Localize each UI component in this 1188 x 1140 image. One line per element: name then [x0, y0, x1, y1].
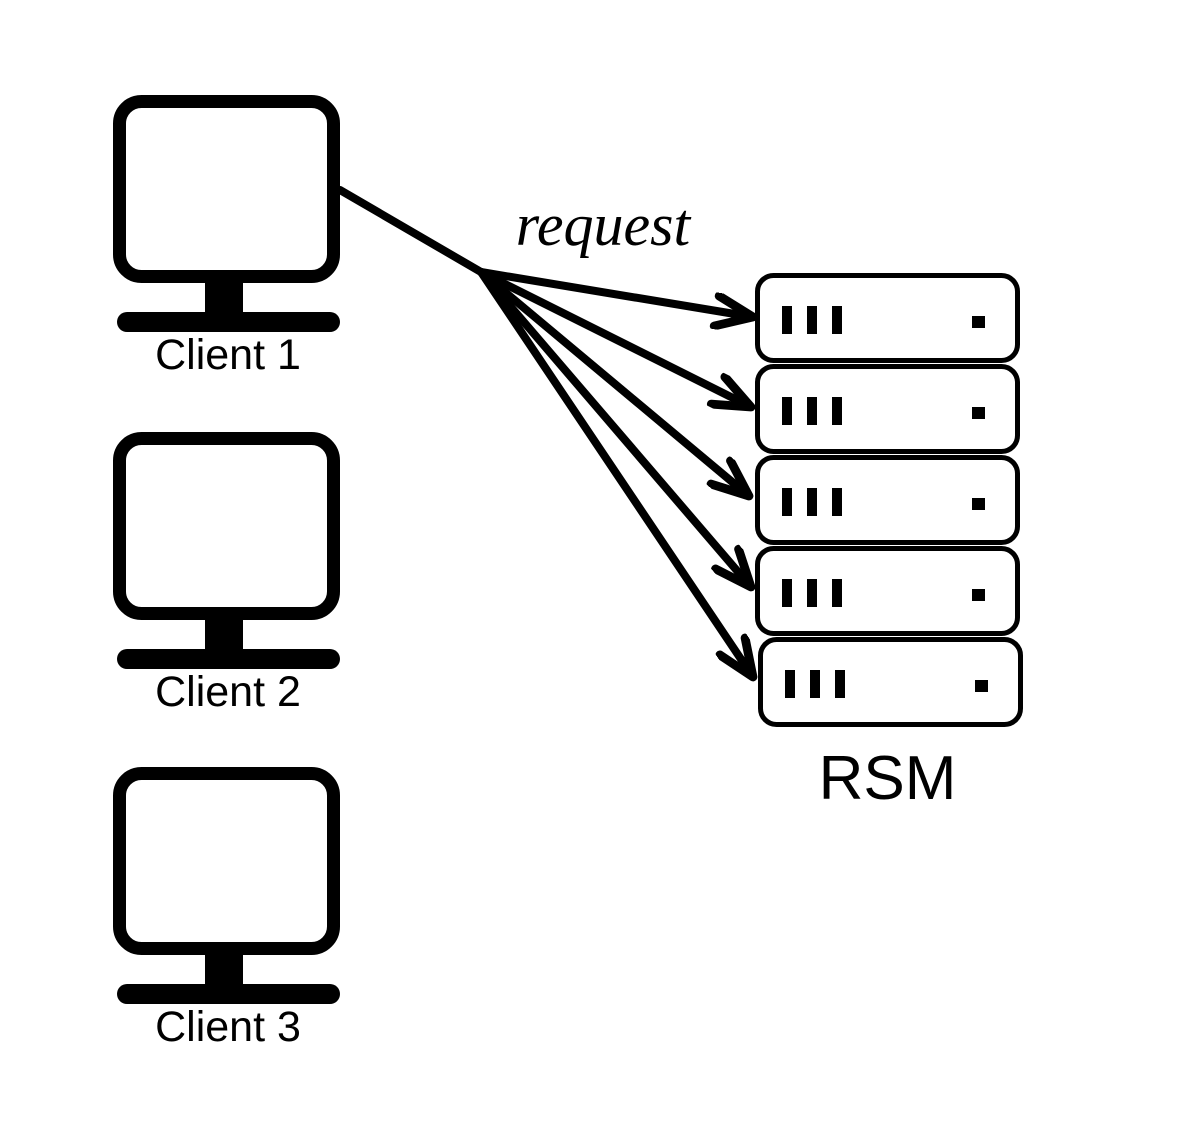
- client-1: Client 1: [110, 90, 346, 382]
- server-icon: [758, 637, 1023, 727]
- server-slot: [782, 306, 792, 334]
- rsm-replica-5: [758, 637, 1023, 727]
- server-icon: [755, 546, 1020, 636]
- request-line-stem: [336, 186, 485, 276]
- server-slot: [807, 397, 817, 425]
- server-slot: [832, 306, 842, 334]
- server-slot: [832, 397, 842, 425]
- monitor-stand: [205, 615, 243, 653]
- server-body: [755, 364, 1020, 454]
- rsm-replica-1: [755, 273, 1020, 363]
- server-slot: [807, 579, 817, 607]
- monitor-icon: [113, 767, 340, 1004]
- client-2: Client 2: [110, 427, 346, 719]
- server-icon: [755, 364, 1020, 454]
- server-led: [972, 589, 985, 601]
- rsm-replica-2: [755, 364, 1020, 454]
- server-led: [975, 680, 988, 692]
- monitor-stand: [205, 950, 243, 988]
- client-label: Client 1: [155, 331, 301, 379]
- request-arrow-to-replica-1: [477, 268, 753, 317]
- server-led: [972, 498, 985, 510]
- rsm-label: RSM: [818, 744, 957, 813]
- client-label: Client 3: [155, 1003, 301, 1051]
- server-slot: [807, 488, 817, 516]
- server-icon: [755, 455, 1020, 545]
- server-slot: [807, 306, 817, 334]
- monitor-screen: [113, 95, 340, 283]
- monitor-screen: [113, 767, 340, 955]
- rsm-replica-4: [755, 546, 1020, 636]
- server-icon: [755, 273, 1020, 363]
- request-arrow-to-replica-3: [477, 268, 749, 496]
- server-slot: [810, 670, 820, 698]
- request-arrow-to-replica-5: [477, 268, 753, 677]
- request-arrow-to-replica-4: [477, 268, 751, 587]
- rsm-replica-3: [755, 455, 1020, 545]
- server-slot: [832, 579, 842, 607]
- server-led: [972, 407, 985, 419]
- monitor-icon: [113, 432, 340, 669]
- monitor-screen: [113, 432, 340, 620]
- monitor-icon: [113, 95, 340, 332]
- monitor-base: [117, 984, 340, 1004]
- server-slot: [832, 488, 842, 516]
- server-slot: [835, 670, 845, 698]
- server-body: [755, 273, 1020, 363]
- monitor-base: [117, 312, 340, 332]
- server-slot: [782, 488, 792, 516]
- server-led: [972, 316, 985, 328]
- server-slot: [782, 397, 792, 425]
- server-slot: [785, 670, 795, 698]
- server-body: [755, 455, 1020, 545]
- request-label: request: [515, 192, 691, 258]
- request-arrow-to-replica-2: [477, 268, 751, 407]
- client-3: Client 3: [110, 762, 346, 1054]
- monitor-stand: [205, 278, 243, 316]
- server-slot: [782, 579, 792, 607]
- client-label: Client 2: [155, 668, 301, 716]
- server-body: [758, 637, 1023, 727]
- server-body: [755, 546, 1020, 636]
- monitor-base: [117, 649, 340, 669]
